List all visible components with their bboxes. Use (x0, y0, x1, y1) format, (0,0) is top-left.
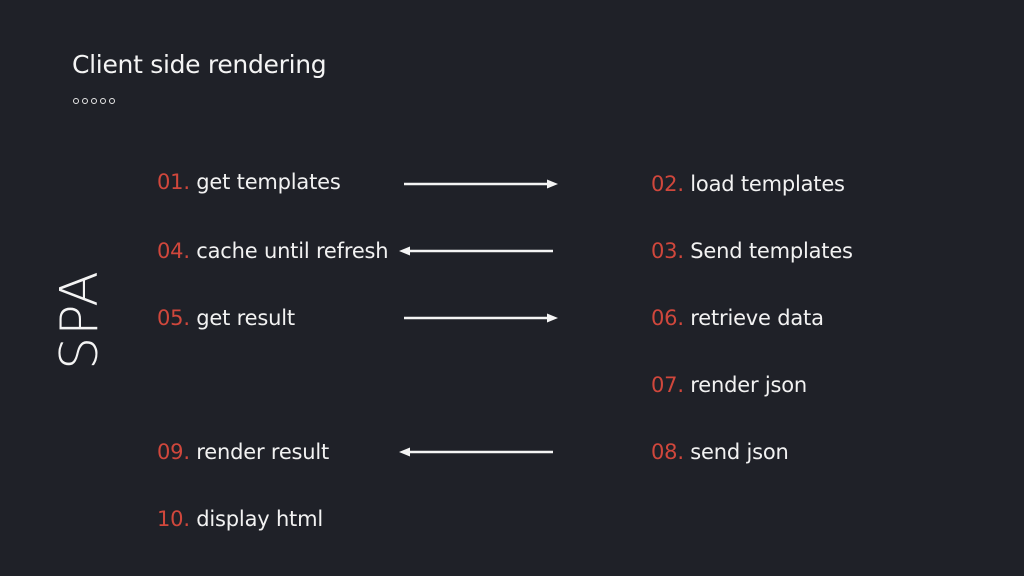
step-text: render json (690, 373, 807, 397)
step-number: 04. (157, 239, 190, 263)
step-number: 05. (157, 306, 190, 330)
step-08: 08. send json (651, 438, 789, 466)
step-text: cache until refresh (196, 239, 389, 263)
progress-dot-icon (82, 98, 88, 104)
step-number: 10. (157, 507, 190, 531)
step-number: 09. (157, 440, 190, 464)
step-text: display html (196, 507, 323, 531)
step-07: 07. render json (651, 371, 807, 399)
arrow-left-icon (399, 447, 553, 457)
step-text: get templates (196, 170, 341, 194)
arrow-left-icon (399, 246, 553, 256)
arrow-right-icon (404, 179, 558, 189)
step-number: 02. (651, 172, 684, 196)
step-06: 06. retrieve data (651, 304, 824, 332)
step-text: render result (196, 440, 330, 464)
step-10: 10. display html (157, 505, 323, 533)
step-03: 03. Send templates (651, 237, 853, 265)
step-text: Send templates (690, 239, 853, 263)
progress-dot-icon (109, 98, 115, 104)
step-09: 09. render result (157, 438, 329, 466)
step-text: send json (690, 440, 789, 464)
step-text: get result (196, 306, 295, 330)
progress-dot-icon (91, 98, 97, 104)
slide-title: Client side rendering (72, 50, 327, 79)
step-number: 01. (157, 170, 190, 194)
step-number: 03. (651, 239, 684, 263)
step-01: 01. get templates (157, 168, 341, 196)
step-number: 06. (651, 306, 684, 330)
step-05: 05. get result (157, 304, 295, 332)
step-text: retrieve data (690, 306, 824, 330)
step-number: 08. (651, 440, 684, 464)
progress-dot-icon (73, 98, 79, 104)
progress-dots (73, 98, 115, 104)
step-text: load templates (690, 172, 845, 196)
arrow-right-icon (404, 313, 558, 323)
progress-dot-icon (100, 98, 106, 104)
step-04: 04. cache until refresh (157, 237, 389, 265)
step-02: 02. load templates (651, 170, 845, 198)
step-number: 07. (651, 373, 684, 397)
